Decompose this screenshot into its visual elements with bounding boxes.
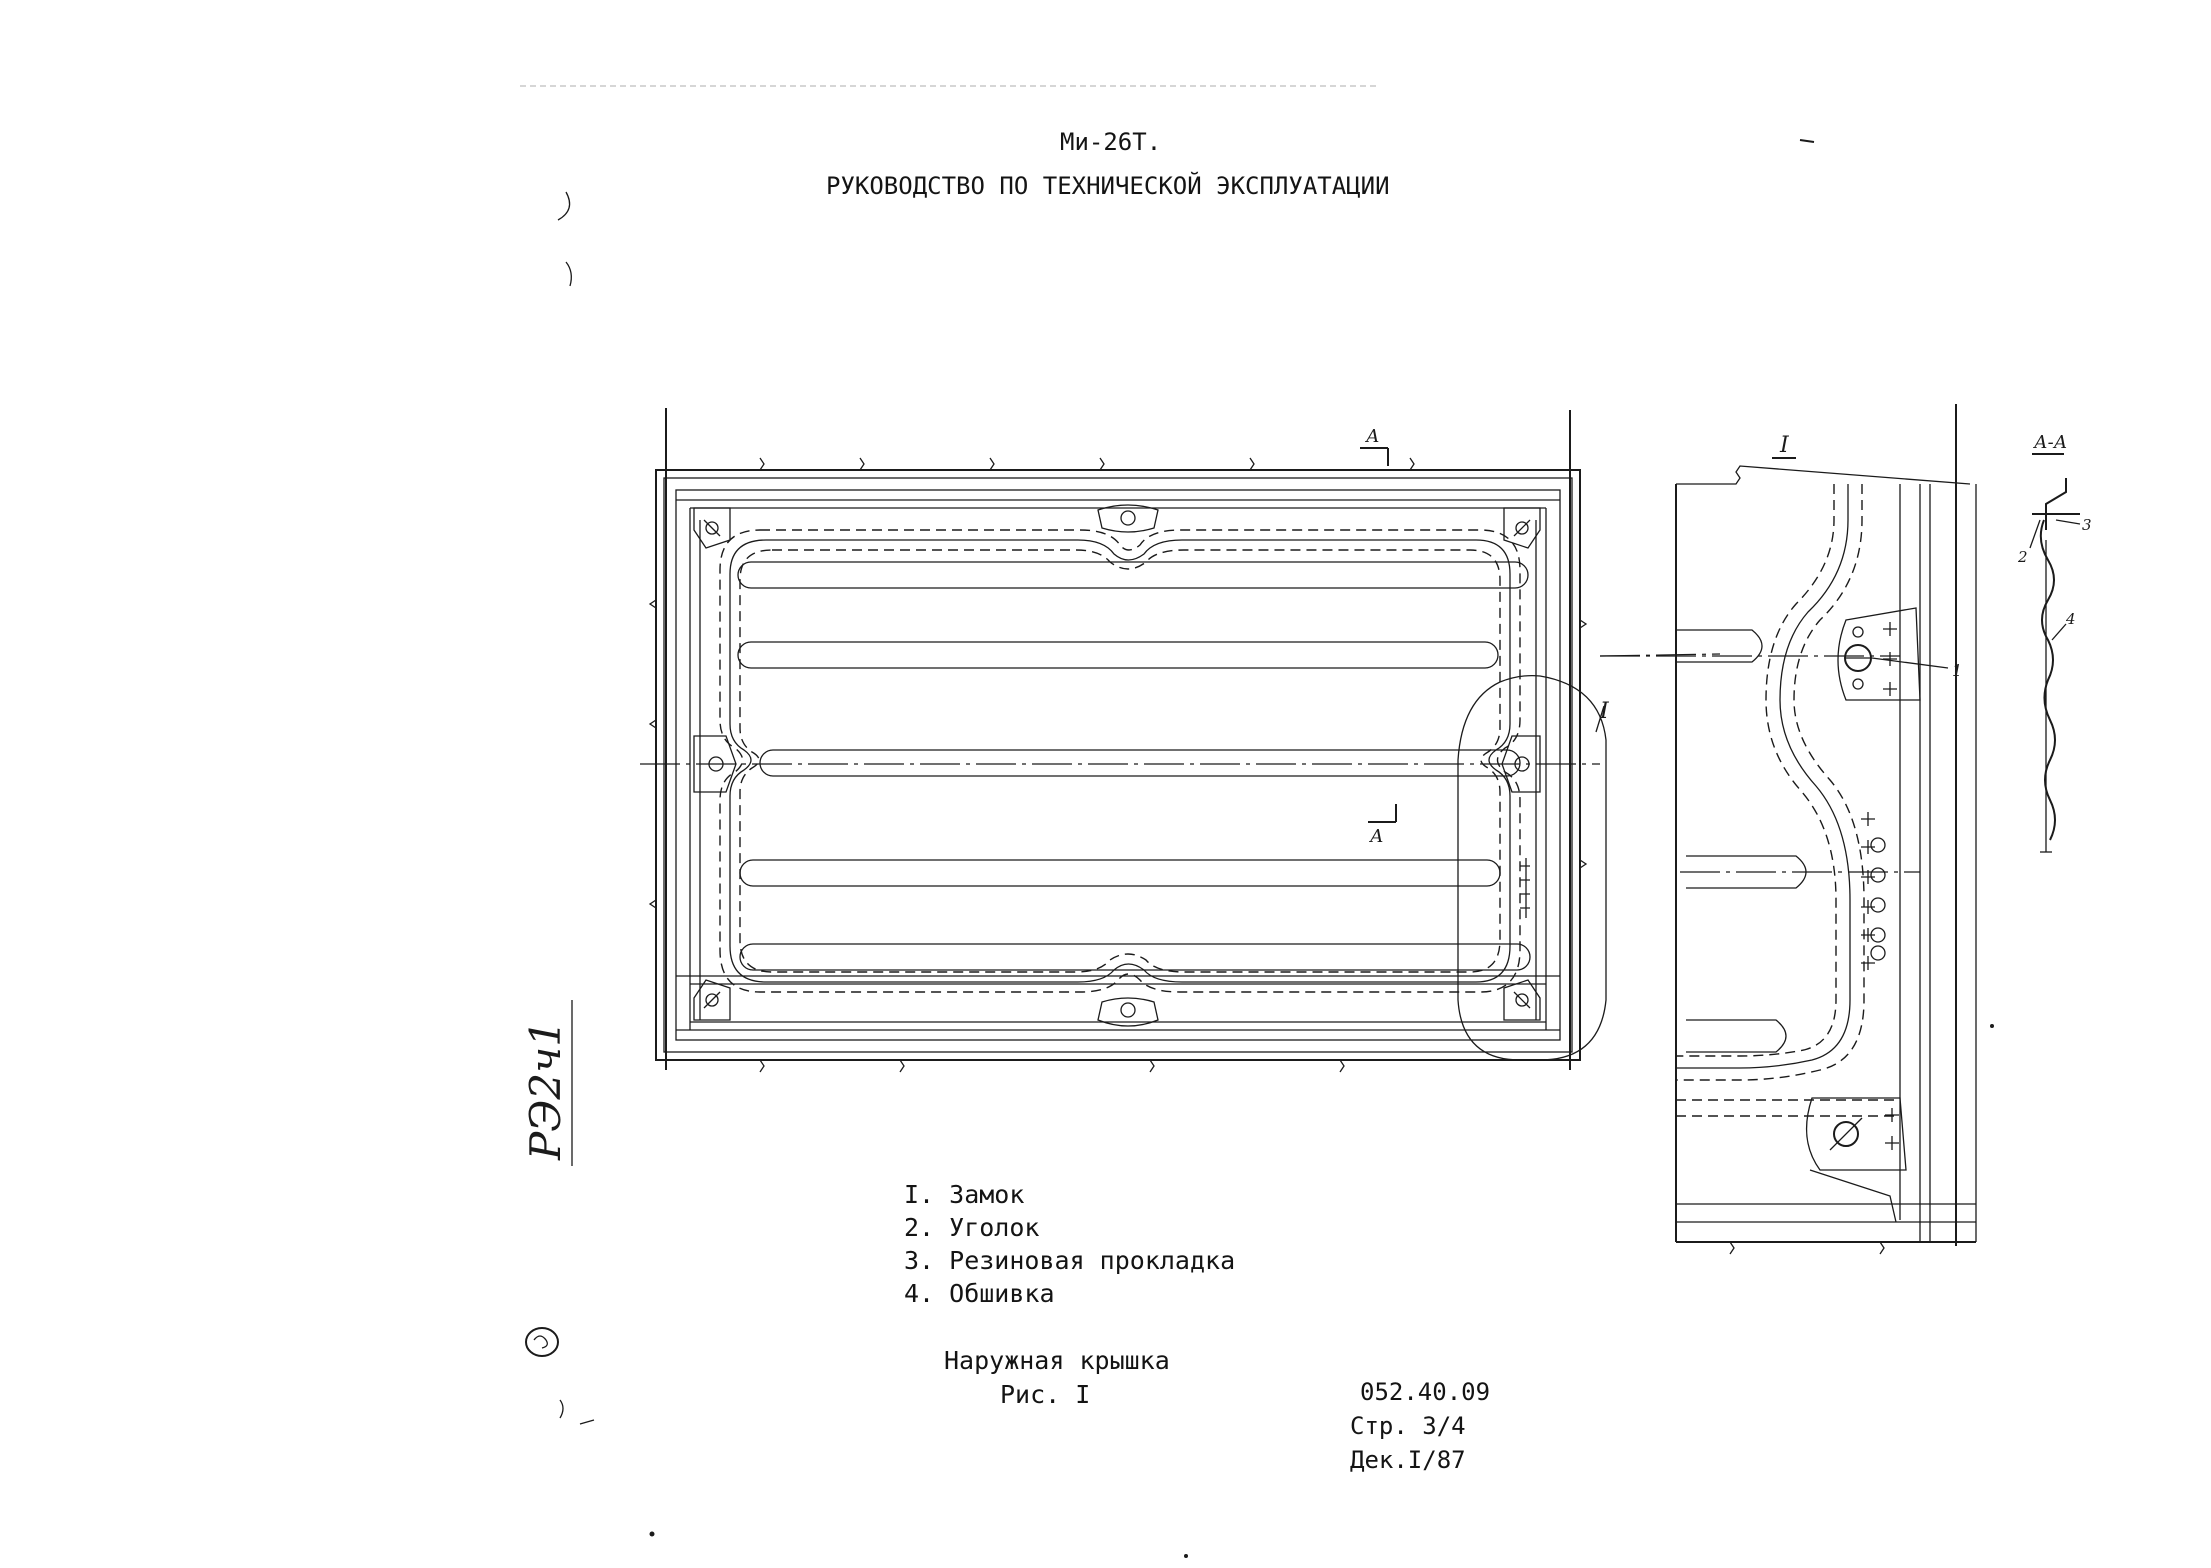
figure-caption: Наружная крышка [944, 1346, 1170, 1375]
document-title: Ми-26Т. [1060, 128, 1162, 156]
corner-fitting-top-left [693, 507, 731, 549]
stamp-mark [525, 1327, 559, 1357]
lock-fitting-right [1501, 735, 1541, 793]
section-mark-bottom: А [1368, 804, 1397, 847]
detail-leader-1-label: 1 [1952, 661, 1962, 680]
section-view-title: А-А [2032, 432, 2067, 453]
detail-view-title: I [1779, 433, 1790, 458]
lock-fitting-top [1097, 504, 1159, 533]
lock-fitting-left [693, 735, 737, 793]
lock-fitting-bottom [1097, 997, 1159, 1027]
document-code: 052.40.09 [1360, 1378, 1491, 1406]
corner-fitting-bottom-left [693, 979, 731, 1021]
revision-date: Дек.I/87 [1350, 1446, 1466, 1474]
section-mark-top-label: А [1364, 426, 1380, 447]
detail-corner-fitting [1806, 1097, 1907, 1223]
lock-plate: 1 [1837, 607, 1962, 701]
detail-callout-label: I [1599, 699, 1610, 724]
document-subtitle: РУКОВОДСТВО ПО ТЕХНИЧЕСКОЙ ЭКСПЛУАТАЦИИ [826, 172, 1390, 200]
detail-view-i: I 1 [1600, 404, 1977, 1255]
main-view-outer-cover: I А А [640, 408, 1721, 1073]
legend-item-4: 4. Обшивка [904, 1279, 1055, 1308]
legend-item-3: 3. Резиновая прокладка [904, 1246, 1236, 1275]
section-leader-4-label: 4 [2065, 610, 2076, 628]
page-number: Стр. 3/4 [1350, 1412, 1466, 1440]
section-mark-top: А [1360, 426, 1389, 466]
section-view-a-a: А-А 3 2 4 [2017, 432, 2092, 853]
section-leader-3-label: 3 [2082, 516, 2092, 534]
figure-number: Рис. I [1000, 1380, 1091, 1409]
legend-item-2: 2. Уголок [904, 1213, 1040, 1242]
corner-fitting-top-right [1503, 507, 1541, 549]
margin-note-text: РЭ2ч1 [521, 1020, 570, 1161]
section-leader-2-label: 2 [2017, 548, 2028, 566]
section-mark-bottom-label: А [1368, 826, 1384, 847]
legend-item-1: I. Замок [904, 1180, 1025, 1209]
rivet-column [1861, 812, 1886, 970]
corner-fitting-bottom-right [1503, 979, 1541, 1021]
margin-handwritten-note: РЭ2ч1 [521, 1000, 573, 1166]
